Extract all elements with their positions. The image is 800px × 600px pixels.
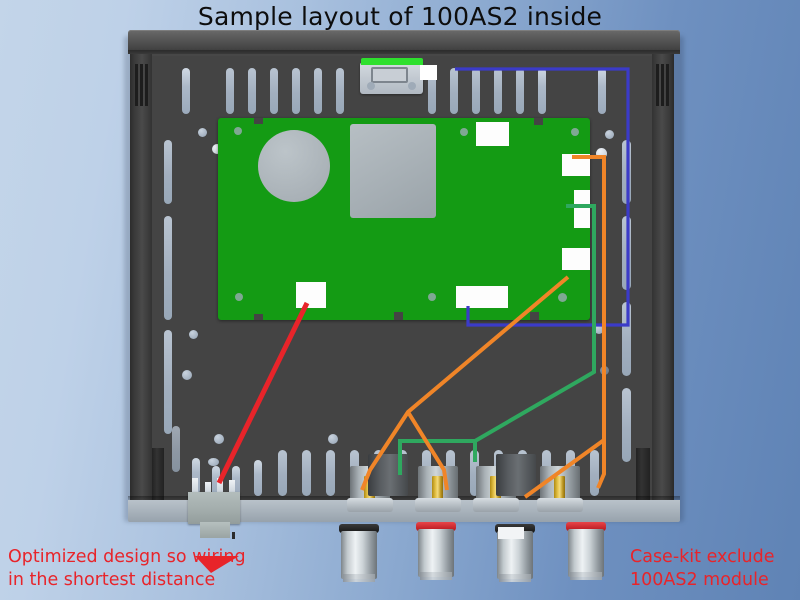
jack-ring [416,522,456,531]
jack-barrel [497,531,533,579]
white-spacer-block [498,527,524,539]
chassis-left-rail [130,54,152,514]
jack-barrel [341,531,377,579]
jack-lip [420,572,452,580]
jack-lip [343,574,375,582]
pcb-pad-bottom-mid [456,286,508,308]
chassis-top-lip [128,30,680,52]
post-base [473,498,519,512]
module-screw-right [408,82,416,90]
rca-jack-2 [416,522,456,580]
annotation-left-line1: Optimized design so wiring [8,547,246,567]
pcb-100as2-module [218,118,590,320]
terminal-pin-4 [229,480,235,496]
pcb-hole-bl [235,293,243,301]
module-wire-pad [420,65,437,80]
pcb-hole-br [558,293,567,302]
annotation-right: Case-kit exclude 100AS2 module [630,546,775,592]
annotation-left-line2: in the shortest distance [8,570,216,590]
amplifier-chassis [128,30,680,539]
pcb-pad-right-upper [562,154,590,176]
mains-inlet-module [360,58,437,94]
terminal-tab [232,532,235,539]
power-terminal-block [188,478,240,539]
post-pin [432,476,443,500]
pcb-capacitor [258,130,330,202]
post-shell [368,454,408,496]
pcb-notch-bot-right [530,312,539,320]
post-base [415,498,461,512]
pcb-hole-bm [428,293,436,301]
pcb-pad-right-lower [562,248,590,270]
post-base [347,498,393,512]
rca-jack-1 [339,524,379,582]
jack-ring [566,522,606,531]
pcb-hole-tl [234,127,242,135]
post-base [537,498,583,512]
pcb-notch-top-right [534,118,543,125]
chassis-right-rail [652,54,674,514]
page-title: Sample layout of 100AS2 inside [197,2,603,31]
module-window [371,67,408,83]
bottom-plate-shadow [128,496,680,502]
post-shell [496,454,536,496]
annotation-left: Optimized design so wiring in the shorte… [8,546,246,592]
pcb-pad-right-middle [574,190,590,228]
chassis-left-rail-bottom-groove [152,448,164,500]
rca-jack-4 [566,522,606,580]
terminal-body [188,492,240,524]
module-green-accent [361,58,423,65]
pcb-pad-bottom-left [296,282,326,308]
terminal-pin-1 [192,478,198,496]
red-arrow-wedge [195,556,239,573]
pcb-heatsink [350,124,436,218]
post-pin [554,476,565,500]
jack-barrel [568,529,604,577]
jack-lip [570,572,602,580]
pcb-hole-tm [460,128,468,136]
jack-lip [499,574,531,582]
pcb-notch-bot-mid [394,312,403,320]
pcb-pad-top-right [476,122,509,146]
module-screw-left [367,82,375,90]
pcb-hole-tr [571,128,579,136]
pcb-notch-top-left [254,118,263,124]
annotation-right-line1: Case-kit exclude [630,547,775,567]
speaker-post-2 [356,442,408,512]
jack-barrel [418,529,454,577]
speaker-post-6 [537,448,586,514]
terminal-pin-2 [205,482,211,496]
speaker-post-5 [484,442,536,512]
speaker-post-3 [415,448,464,514]
pcb-notch-bot-left [254,314,263,320]
annotation-right-line2: 100AS2 module [630,570,769,590]
chassis-top-lip-edge [128,50,680,54]
chassis-right-rail-bottom-groove [636,448,650,500]
terminal-pin-3 [217,478,223,496]
jack-ring [339,524,379,533]
terminal-skirt [200,522,230,538]
